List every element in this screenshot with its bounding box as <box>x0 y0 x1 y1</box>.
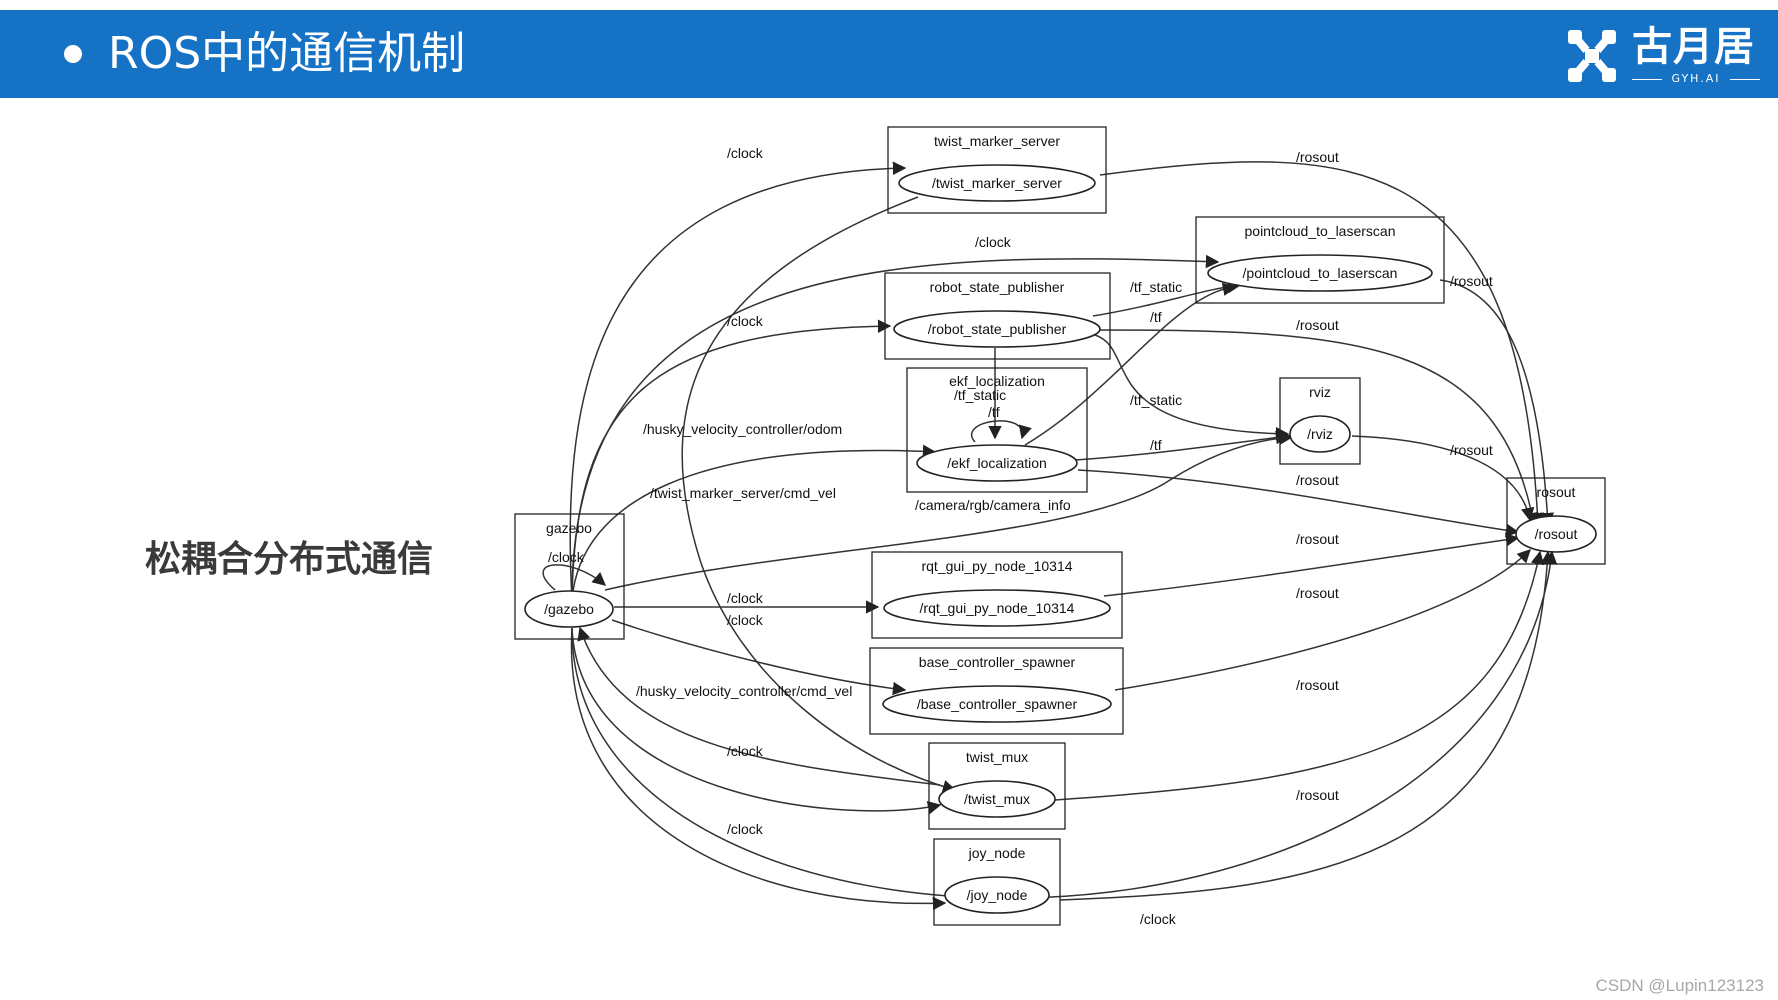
edge-label: /clock <box>727 590 764 606</box>
node-group-label: twist_marker_server <box>934 133 1060 149</box>
edge-label: /clock <box>548 549 585 565</box>
node-joy-node[interactable]: joy_node /joy_node <box>933 838 1061 926</box>
edge-clock-joy-return <box>1059 550 1555 901</box>
edge-clock-mux <box>571 627 942 815</box>
node-group-label: ekf_localization <box>949 373 1045 389</box>
gyh-logo: 古月居 GYH.AI <box>1562 22 1762 92</box>
node-topic-label: /rqt_gui_py_node_10314 <box>920 600 1075 616</box>
edge-tf-self-ekf <box>971 420 1032 443</box>
edge-label: /husky_velocity_controller/cmd_vel <box>636 683 852 699</box>
edge-label: /tf <box>1150 309 1162 325</box>
title-bullet <box>64 45 82 63</box>
edge-rosout-base <box>1114 549 1531 691</box>
edge-camera-info <box>604 431 1294 591</box>
node-topic-label: /rosout <box>1535 526 1578 542</box>
node-rqt-gui[interactable]: rqt_gui_py_node_10314 /rqt_gui_py_node_1… <box>871 551 1123 639</box>
edge-rosout-mux <box>1054 550 1545 801</box>
csdn-watermark: CSDN @Lupin123123 <box>1595 976 1764 995</box>
edge-label: /rosout <box>1296 317 1339 333</box>
edge-label: /clock <box>1140 911 1177 927</box>
edge-label: /tf_static <box>1130 279 1182 295</box>
side-label: 松耦合分布式通信 <box>145 539 434 580</box>
node-topic-label: /gazebo <box>544 601 594 617</box>
edge-odom <box>571 444 937 601</box>
logo-sub-text: GYH.AI <box>1632 72 1760 85</box>
edge-label: /rosout <box>1296 531 1339 547</box>
node-pointcloud-to-laserscan[interactable]: pointcloud_to_laserscan /pointcloud_to_l… <box>1195 216 1445 304</box>
edge-clock-twist-marker-server <box>569 161 907 601</box>
node-topic-label: /pointcloud_to_laserscan <box>1243 265 1398 281</box>
node-rviz[interactable]: rviz /rviz <box>1279 377 1361 465</box>
edge-label: /rosout <box>1450 273 1493 289</box>
edge-label: /clock <box>727 743 764 759</box>
edge-label: /clock <box>727 145 764 161</box>
edge-rosout-robot-state <box>1094 329 1539 527</box>
node-ekf-localization[interactable]: ekf_localization /ekf_localization <box>906 367 1088 493</box>
node-topic-label: /twist_marker_server <box>932 175 1062 191</box>
edge-label: /rosout <box>1450 442 1493 458</box>
edge-label: /camera/rgb/camera_info <box>915 497 1071 513</box>
node-topic-label: /rviz <box>1307 426 1333 442</box>
edge-label: /twist_marker_server/cmd_vel <box>650 485 836 501</box>
node-group-label: rqt_gui_py_node_10314 <box>921 558 1072 574</box>
node-topic-label: /joy_node <box>967 887 1028 903</box>
page-title: ROS中的通信机制 <box>108 28 466 79</box>
node-group-label: gazebo <box>546 520 592 536</box>
edge-clock-pointcloud <box>571 254 1220 601</box>
edge-label: /rosout <box>1296 677 1339 693</box>
edge-rosout-twist-marker-server <box>1099 161 1545 527</box>
node-rosout[interactable]: rosout /rosout <box>1506 477 1606 565</box>
edge-label: /clock <box>727 821 764 837</box>
edge-label: /tf <box>988 404 1000 420</box>
edge-label: /rosout <box>1296 149 1339 165</box>
node-group-label: base_controller_spawner <box>919 654 1076 670</box>
node-group-label: robot_state_publisher <box>930 279 1065 295</box>
node-robot-state-publisher[interactable]: robot_state_publisher /robot_state_publi… <box>884 272 1111 360</box>
node-group-label: twist_mux <box>966 749 1028 765</box>
edge-clock-self-gazebo <box>542 564 607 591</box>
node-group-label: joy_node <box>968 845 1026 861</box>
edge-label: /rosout <box>1296 472 1339 488</box>
edge-tf-pointcloud <box>1024 282 1237 446</box>
edge-twist-marker-cmd-vel <box>681 196 957 794</box>
edge-rosout-rviz <box>1351 435 1535 522</box>
logo-brand-text: 古月居 <box>1632 24 1755 70</box>
node-twist-mux[interactable]: twist_mux /twist_mux <box>928 742 1066 830</box>
node-topic-label: /ekf_localization <box>947 455 1047 471</box>
edge-label: /husky_velocity_controller/odom <box>643 421 842 437</box>
edge-labels: /clock /rosout /clock /rosout /tf_static… <box>548 145 1493 927</box>
edge-label: /tf_static <box>1130 392 1182 408</box>
node-group-label: rviz <box>1309 384 1331 400</box>
edge-tf-rviz <box>1074 430 1290 461</box>
edge-rosout-pointcloud <box>1439 279 1555 527</box>
edge-clock-joy <box>570 627 947 911</box>
node-topic-label: /twist_mux <box>964 791 1030 807</box>
edge-clock-base <box>611 619 907 696</box>
edge-label: /tf <box>1150 437 1162 453</box>
edge-label: /tf_static <box>954 387 1006 403</box>
node-gazebo[interactable]: gazebo /gazebo <box>514 513 625 640</box>
edge-label: /clock <box>727 612 764 628</box>
edge-clock-robot-state <box>571 319 892 601</box>
graph-edges <box>542 161 1558 911</box>
node-twist-marker-server[interactable]: twist_marker_server /twist_marker_server <box>887 126 1107 214</box>
edge-rosout-ekf <box>1077 469 1520 537</box>
slide-header: ROS中的通信机制 古月居 GYH.AI <box>0 10 1778 98</box>
node-group-label: rosout <box>1537 484 1576 500</box>
node-group-label: pointcloud_to_laserscan <box>1245 223 1396 239</box>
edge-label: /rosout <box>1296 585 1339 601</box>
edge-tf-static-rviz <box>1094 334 1290 441</box>
edge-label: /clock <box>727 313 764 329</box>
edge-cmd-vel-return <box>577 626 941 786</box>
node-base-controller-spawner[interactable]: base_controller_spawner /base_controller… <box>869 647 1124 735</box>
edge-label: /rosout <box>1296 787 1339 803</box>
node-topic-label: /base_controller_spawner <box>917 696 1078 712</box>
node-topic-label: /robot_state_publisher <box>928 321 1067 337</box>
edge-rosout-rqt <box>1103 533 1520 597</box>
gyh-logo-icon <box>1568 30 1616 82</box>
edge-label: /clock <box>975 234 1012 250</box>
